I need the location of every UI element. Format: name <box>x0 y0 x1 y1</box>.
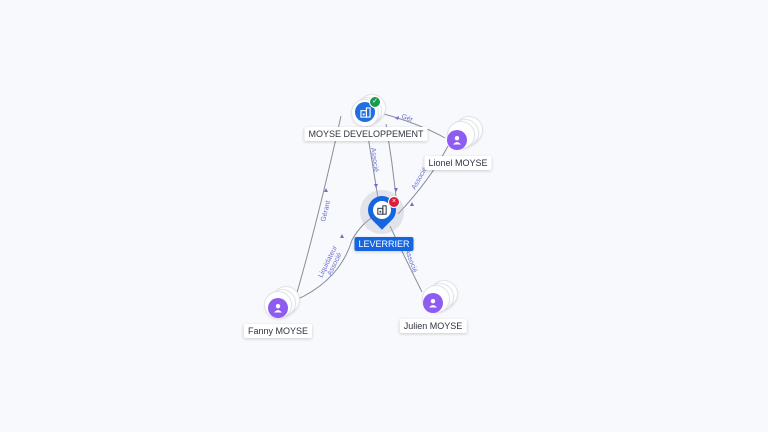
arrow-head <box>394 188 398 192</box>
building-icon <box>355 102 375 122</box>
label-leverrier[interactable]: LEVERRIER <box>354 237 414 251</box>
arrow-head <box>395 116 399 120</box>
edge-label-julien-leverrier: Associé <box>403 248 418 274</box>
user-icon <box>268 298 288 318</box>
node-leverrier[interactable]: × <box>360 190 406 240</box>
edge-label-moyse-leverrier: Associé <box>369 147 379 172</box>
label-fanny-moyse[interactable]: Fanny MOYSE <box>243 324 313 338</box>
node-fanny-moyse[interactable] <box>262 286 302 326</box>
check-icon: ✓ <box>369 96 381 108</box>
user-icon <box>447 130 467 150</box>
close-icon: × <box>388 196 400 208</box>
edge-julien-leverrier <box>389 225 423 293</box>
arrow-head <box>374 184 378 188</box>
user-icon <box>423 293 443 313</box>
arrow-head <box>410 202 414 206</box>
edge-lionel-moyse <box>383 113 446 139</box>
edge-fanny-leverrier <box>295 213 379 301</box>
label-lionel-moyse[interactable]: Lionel MOYSE <box>424 156 492 170</box>
building-icon <box>377 205 387 215</box>
arrow-head <box>324 188 328 192</box>
edge-lionel-leverrier <box>397 145 449 215</box>
edge-label-lionel-moyse: Gér <box>400 113 414 124</box>
arrow-head <box>340 234 344 238</box>
label-moyse-developpement[interactable]: MOYSE DEVELOPPEMENT <box>304 127 428 141</box>
node-lionel-moyse[interactable] <box>443 116 483 156</box>
node-julien-moyse[interactable] <box>418 280 458 320</box>
node-moyse-developpement[interactable]: ✓ <box>350 94 390 134</box>
pin-inner <box>373 201 391 219</box>
edge-label-fanny-moyse: Gérant <box>320 200 332 223</box>
label-julien-moyse[interactable]: Julien MOYSE <box>399 319 467 333</box>
